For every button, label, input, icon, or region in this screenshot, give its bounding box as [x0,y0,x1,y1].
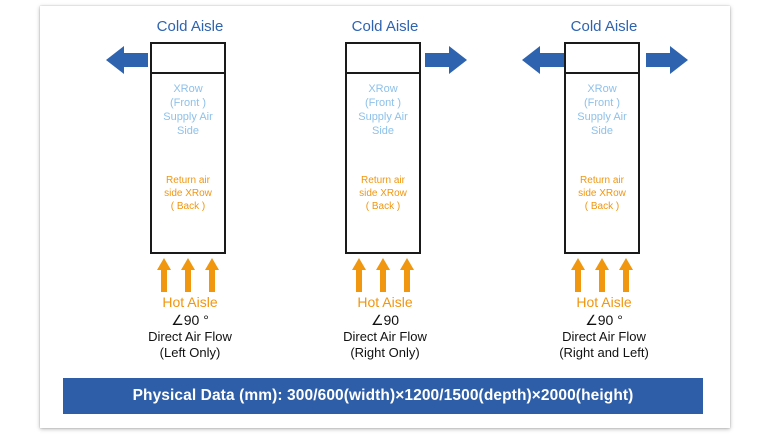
angle-label: ∠90 [370,312,400,328]
hot-aisle-label: Hot Aisle [357,294,413,310]
rack-top-section [150,42,226,72]
left-airflow-arrow-icon [522,46,564,74]
rack-top-section [345,42,421,72]
hot-air-up-arrows-icon [571,258,633,292]
airflow-unit-right-and-left: Cold Aisle XRow (Front ) Supply Air Side… [504,0,704,370]
back-return-label: Return air side XRow ( Back ) [578,175,626,212]
rack-body: XRow (Front ) Supply Air Side Return air… [150,72,226,254]
right-airflow-arrow-icon [646,46,688,74]
angle-label: ∠90 ° [171,312,209,328]
hot-air-up-arrows-icon [352,258,414,292]
back-return-label: Return air side XRow ( Back ) [359,175,407,212]
cold-aisle-label: Cold Aisle [351,18,419,35]
rack-vent-gap [345,56,421,72]
hot-air-up-arrows-icon [157,258,219,292]
front-supply-label: XRow (Front ) Supply Air Side [163,83,213,137]
angle-label: ∠90 ° [585,312,623,328]
cold-aisle-label: Cold Aisle [570,18,638,35]
front-supply-label: XRow (Front ) Supply Air Side [358,83,408,137]
hot-aisle-label: Hot Aisle [162,294,218,310]
flow-direction-label: Direct Air Flow (Right and Left) [559,329,649,360]
flow-direction-label: Direct Air Flow (Left Only) [148,329,232,360]
rack-vent-gap [150,56,226,72]
rack-vent-gap [564,56,640,72]
left-airflow-arrow-icon [106,46,148,74]
cold-aisle-label: Cold Aisle [156,18,224,35]
hot-aisle-label: Hot Aisle [576,294,632,310]
front-supply-label: XRow (Front ) Supply Air Side [577,83,627,137]
back-return-label: Return air side XRow ( Back ) [164,175,212,212]
rack-body: XRow (Front ) Supply Air Side Return air… [564,72,640,254]
rack-body: XRow (Front ) Supply Air Side Return air… [345,72,421,254]
physical-data-banner: Physical Data (mm): 300/600(width)×1200/… [63,378,703,414]
flow-direction-label: Direct Air Flow (Right Only) [343,329,427,360]
airflow-unit-right-only: Cold Aisle XRow (Front ) Supply Air Side… [285,0,485,370]
right-airflow-arrow-icon [425,46,467,74]
rack-top-section [564,42,640,72]
airflow-unit-left-only: Cold Aisle XRow (Front ) Supply Air Side… [90,0,290,370]
